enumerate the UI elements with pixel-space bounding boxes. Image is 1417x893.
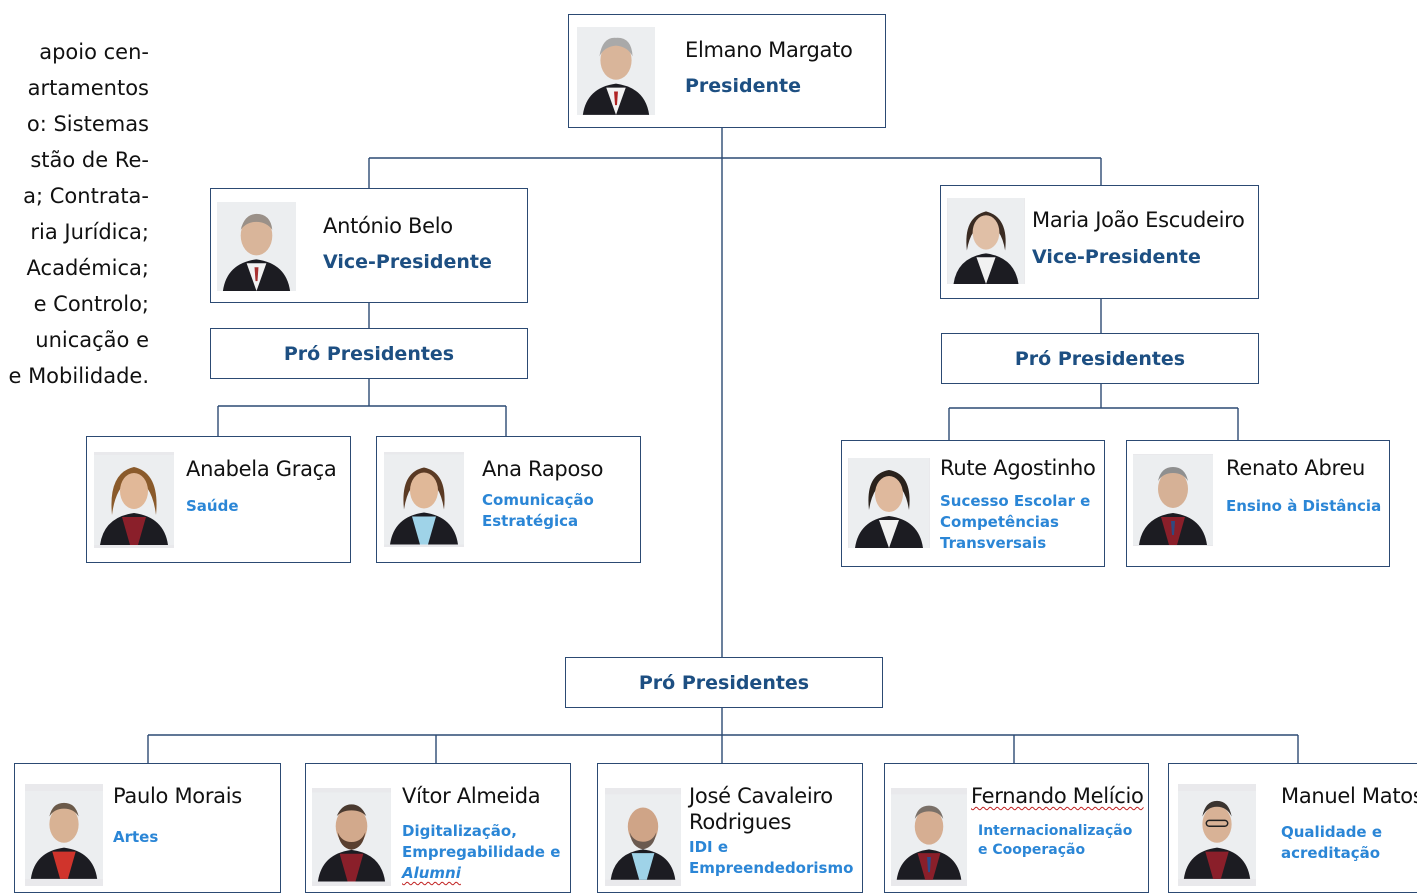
side-text-line: apoio cen- bbox=[39, 40, 149, 64]
pro-presidents-bottom-label: Pró Presidentes bbox=[565, 657, 883, 708]
vp-right-role: Vice-Presidente bbox=[1032, 246, 1201, 268]
ana-raposo-photo bbox=[384, 452, 464, 547]
manuel-role: Qualidade e acreditação bbox=[1281, 822, 1382, 864]
vitor-role: Digitalização, Empregabilidade e Alumni bbox=[402, 821, 560, 884]
vp-left-card: António Belo Vice-Presidente bbox=[210, 188, 528, 303]
fernando-role-line: Internacionalização bbox=[978, 823, 1133, 839]
ana-raposo-name: Ana Raposo bbox=[482, 457, 604, 481]
side-text-line: Académica; bbox=[26, 256, 149, 280]
fernando-photo bbox=[891, 788, 967, 886]
pro-card-rute: Rute Agostinho Sucesso Escolar e Competê… bbox=[841, 440, 1105, 567]
renato-name: Renato Abreu bbox=[1226, 456, 1366, 480]
anabela-role: Saúde bbox=[186, 497, 239, 515]
vitor-role-line: Empregabilidade e bbox=[402, 843, 561, 861]
pro-card-renato: Renato Abreu Ensino à Distância bbox=[1126, 440, 1390, 567]
jose-photo bbox=[605, 788, 681, 886]
president-card: Elmano Margato Presidente bbox=[568, 14, 886, 128]
vp-right-photo bbox=[947, 198, 1025, 284]
vitor-name: Vítor Almeida bbox=[402, 784, 541, 808]
pro-card-jose: José Cavaleiro Rodrigues IDI e Empreende… bbox=[597, 763, 863, 893]
rute-role: Sucesso Escolar e Competências Transvers… bbox=[940, 491, 1090, 554]
side-text-line: artamentos bbox=[27, 76, 149, 100]
renato-photo bbox=[1133, 454, 1213, 546]
pro-card-manuel: Manuel Matos Qualidade e acreditação bbox=[1168, 763, 1417, 893]
vitor-role-line: Digitalização, bbox=[402, 822, 517, 840]
pro-presidents-left-label: Pró Presidentes bbox=[210, 328, 528, 379]
anabela-photo bbox=[94, 452, 174, 548]
paulo-role: Artes bbox=[113, 828, 159, 846]
side-text-line: e Controlo; bbox=[33, 292, 149, 316]
paulo-name: Paulo Morais bbox=[113, 784, 242, 808]
vp-left-name: António Belo bbox=[323, 214, 453, 238]
side-text-line: ria Jurídica; bbox=[30, 220, 149, 244]
fernando-role-line: e Cooperação bbox=[978, 842, 1086, 858]
jose-role: IDI e Empreendedorismo bbox=[689, 837, 853, 879]
vp-right-card: Maria João Escudeiro Vice-Presidente bbox=[940, 185, 1259, 299]
side-text-line: o: Sistemas bbox=[26, 112, 149, 136]
rute-role-line: Sucesso Escolar e bbox=[940, 492, 1091, 510]
pro-card-vitor: Vítor Almeida Digitalização, Empregabili… bbox=[305, 763, 571, 893]
vp-right-name: Maria João Escudeiro bbox=[1032, 208, 1245, 232]
jose-name-line: Rodrigues bbox=[689, 810, 792, 834]
paulo-photo bbox=[25, 784, 103, 886]
fernando-name: Fernando Melício bbox=[971, 783, 1144, 809]
side-text-line: unicação e bbox=[35, 328, 149, 352]
vp-left-role: Vice-Presidente bbox=[323, 251, 492, 273]
vitor-role-line-alumni: Alumni bbox=[402, 864, 461, 882]
manuel-photo bbox=[1178, 784, 1256, 886]
fernando-role: Internacionalização e Cooperação bbox=[978, 822, 1132, 860]
manuel-name: Manuel Matos bbox=[1281, 784, 1417, 808]
rute-name: Rute Agostinho bbox=[940, 456, 1096, 480]
side-text-line: stão de Re- bbox=[30, 148, 149, 172]
jose-name: José Cavaleiro Rodrigues bbox=[689, 783, 833, 835]
president-photo bbox=[577, 27, 655, 115]
president-name: Elmano Margato bbox=[685, 38, 853, 62]
ana-raposo-role-line: Estratégica bbox=[482, 512, 579, 530]
jose-role-line: Empreendedorismo bbox=[689, 859, 854, 877]
rute-role-line: Competências bbox=[940, 513, 1059, 531]
fernando-name-text: Fernando Melício bbox=[971, 784, 1144, 808]
ana-raposo-role: Comunicação Estratégica bbox=[482, 490, 594, 532]
vp-left-photo bbox=[217, 202, 296, 291]
side-text-line: e Mobilidade. bbox=[8, 364, 149, 388]
president-role: Presidente bbox=[685, 75, 801, 97]
pro-card-anabela: Anabela Graça Saúde bbox=[86, 436, 351, 563]
vitor-photo bbox=[312, 788, 391, 886]
pro-card-fernando: Fernando Melício Internacionalização e C… bbox=[884, 763, 1149, 893]
pro-card-paulo: Paulo Morais Artes bbox=[14, 763, 281, 893]
jose-role-line: IDI e bbox=[689, 838, 729, 856]
ana-raposo-role-line: Comunicação bbox=[482, 491, 594, 509]
manuel-role-line: Qualidade e bbox=[1281, 823, 1383, 841]
side-text-line: a; Contrata- bbox=[23, 184, 149, 208]
renato-role: Ensino à Distância bbox=[1226, 497, 1382, 515]
anabela-name: Anabela Graça bbox=[186, 457, 337, 481]
rute-role-line: Transversais bbox=[940, 534, 1047, 552]
manuel-role-line: acreditação bbox=[1281, 844, 1381, 862]
pro-card-ana-raposo: Ana Raposo Comunicação Estratégica bbox=[376, 436, 641, 563]
jose-name-line: José Cavaleiro bbox=[689, 784, 833, 808]
pro-presidents-right-label: Pró Presidentes bbox=[941, 333, 1259, 384]
side-text-block: apoio cen- artamentos o: Sistemas stão d… bbox=[8, 34, 149, 394]
rute-photo bbox=[848, 458, 930, 548]
